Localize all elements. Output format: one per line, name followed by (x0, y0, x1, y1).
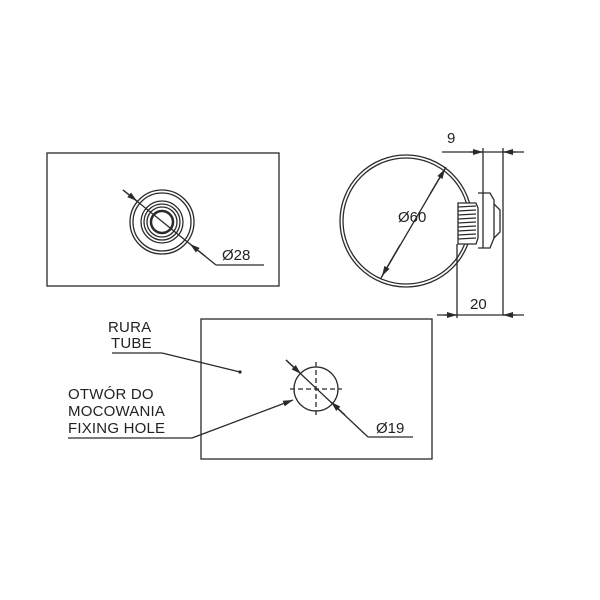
dim-60-line (380, 166, 447, 279)
dim-20-label: 20 (470, 296, 487, 313)
dim-9-and-20 (437, 148, 524, 318)
dim-9-label: 9 (447, 130, 456, 147)
fixing-hole-leader (68, 399, 294, 439)
tube-leader (112, 352, 242, 374)
label-rura: RURA (108, 319, 152, 336)
label-fixing-hole: FIXING HOLE (68, 420, 166, 437)
dim-28-label: Ø28 (222, 247, 251, 264)
dim-19-leader (285, 359, 413, 438)
side-view-cap (478, 192, 501, 249)
label-otwor-do: OTWÓR DO (68, 386, 154, 403)
label-tube: TUBE (111, 335, 152, 352)
front-view-rosette (129, 189, 195, 255)
mounting-view-frame (200, 318, 433, 460)
dim-60-label: Ø60 (398, 209, 427, 226)
side-view-thread (457, 202, 479, 245)
dim-19-label: Ø19 (376, 420, 405, 437)
dim-28-leader (122, 189, 264, 266)
front-view-frame (46, 152, 280, 287)
label-mocowania: MOCOWANIA (68, 403, 166, 420)
